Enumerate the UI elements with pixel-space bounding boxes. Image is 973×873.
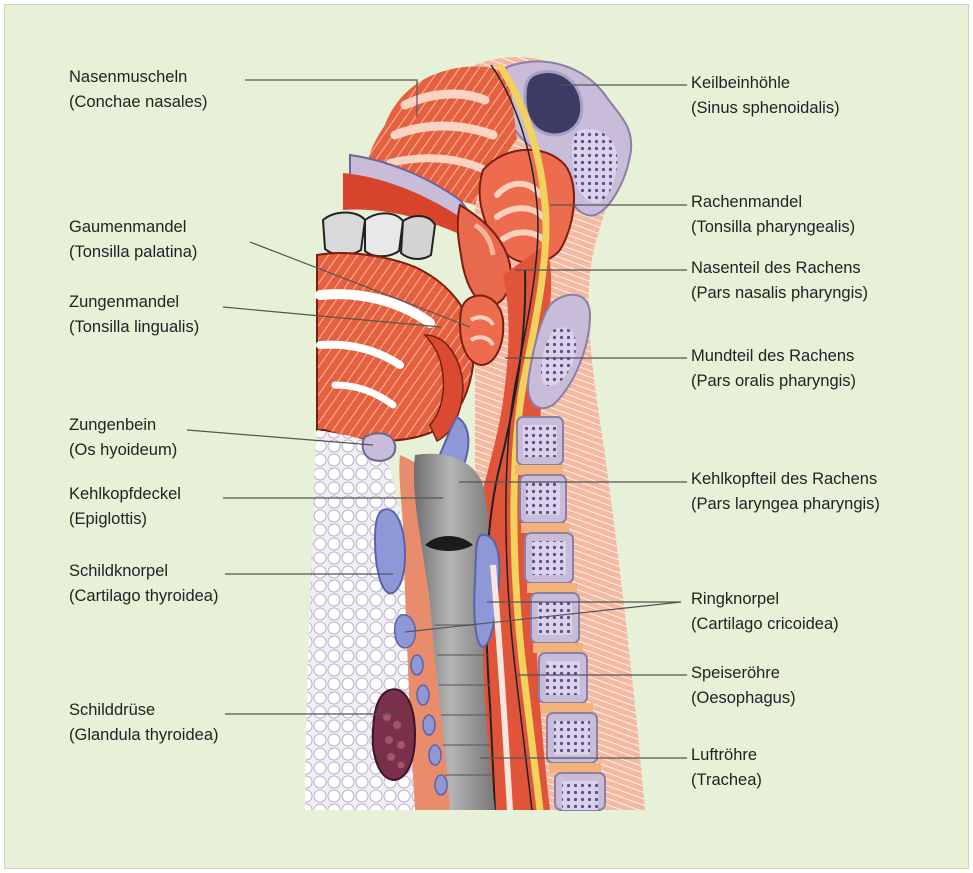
label-gaumenmandel: Gaumenmandel (Tonsilla palatina) <box>69 215 197 265</box>
label-zungenmandel-latin: (Tonsilla lingualis) <box>69 315 199 340</box>
label-zungenmandel-name: Zungenmandel <box>69 290 199 315</box>
label-zungenbein-latin: (Os hyoideum) <box>69 438 177 463</box>
label-keilbeinhoehle: Keilbeinhöhle (Sinus sphenoidalis) <box>691 71 840 121</box>
label-nasenmuscheln-latin: (Conchae nasales) <box>69 90 208 115</box>
label-kehlkopfteil-name: Kehlkopfteil des Rachens <box>691 467 880 492</box>
label-zungenmandel: Zungenmandel (Tonsilla lingualis) <box>69 290 199 340</box>
label-kehlkopfteil-latin: (Pars laryngea pharyngis) <box>691 492 880 517</box>
leader-nasenmuscheln <box>245 80 417 117</box>
label-rachenmandel-name: Rachenmandel <box>691 190 855 215</box>
label-rachenmandel-latin: (Tonsilla pharyngealis) <box>691 215 855 240</box>
label-luftroehre: Luftröhre (Trachea) <box>691 743 762 793</box>
label-schilddruese-latin: (Glandula thyroidea) <box>69 723 219 748</box>
label-kehlkopfdeckel-name: Kehlkopfdeckel <box>69 482 181 507</box>
label-nasenteil: Nasenteil des Rachens (Pars nasalis phar… <box>691 256 868 306</box>
label-gaumenmandel-name: Gaumenmandel <box>69 215 197 240</box>
label-mundteil-name: Mundteil des Rachens <box>691 344 856 369</box>
illustration-frame: Nasenmuscheln (Conchae nasales) Gaumenma… <box>4 4 969 869</box>
label-rachenmandel: Rachenmandel (Tonsilla pharyngealis) <box>691 190 855 240</box>
sphenoid-sinus <box>525 71 582 135</box>
label-kehlkopfdeckel: Kehlkopfdeckel (Epiglottis) <box>69 482 181 532</box>
label-schildknorpel: Schildknorpel (Cartilago thyroidea) <box>69 559 218 609</box>
label-keilbeinhoehle-name: Keilbeinhöhle <box>691 71 840 96</box>
label-speiseroehre-latin: (Oesophagus) <box>691 686 796 711</box>
label-schilddruese-name: Schilddrüse <box>69 698 219 723</box>
palatine-tonsil <box>460 296 503 365</box>
label-ringknorpel-latin: (Cartilago cricoidea) <box>691 612 839 637</box>
label-nasenteil-name: Nasenteil des Rachens <box>691 256 868 281</box>
label-nasenmuscheln: Nasenmuscheln (Conchae nasales) <box>69 65 208 115</box>
teeth <box>323 213 435 259</box>
thyroid-gland <box>373 689 415 780</box>
label-ringknorpel-name: Ringknorpel <box>691 587 839 612</box>
hyoid-bone <box>363 433 396 460</box>
label-luftroehre-latin: (Trachea) <box>691 768 762 793</box>
label-schildknorpel-name: Schildknorpel <box>69 559 218 584</box>
label-mundteil-latin: (Pars oralis pharyngis) <box>691 369 856 394</box>
label-keilbeinhoehle-latin: (Sinus sphenoidalis) <box>691 96 840 121</box>
label-zungenbein-name: Zungenbein <box>69 413 177 438</box>
label-ringknorpel: Ringknorpel (Cartilago cricoidea) <box>691 587 839 637</box>
label-mundteil: Mundteil des Rachens (Pars oralis pharyn… <box>691 344 856 394</box>
label-kehlkopfdeckel-latin: (Epiglottis) <box>69 507 181 532</box>
label-luftroehre-name: Luftröhre <box>691 743 762 768</box>
label-gaumenmandel-latin: (Tonsilla palatina) <box>69 240 197 265</box>
label-speiseroehre-name: Speiseröhre <box>691 661 796 686</box>
label-kehlkopfteil: Kehlkopfteil des Rachens (Pars laryngea … <box>691 467 880 517</box>
label-speiseroehre: Speiseröhre (Oesophagus) <box>691 661 796 711</box>
thyroid-cartilage <box>375 509 405 593</box>
label-nasenmuscheln-name: Nasenmuscheln <box>69 65 208 90</box>
label-schilddruese: Schilddrüse (Glandula thyroidea) <box>69 698 219 748</box>
label-zungenbein: Zungenbein (Os hyoideum) <box>69 413 177 463</box>
label-schildknorpel-latin: (Cartilago thyroidea) <box>69 584 218 609</box>
label-nasenteil-latin: (Pars nasalis pharyngis) <box>691 281 868 306</box>
